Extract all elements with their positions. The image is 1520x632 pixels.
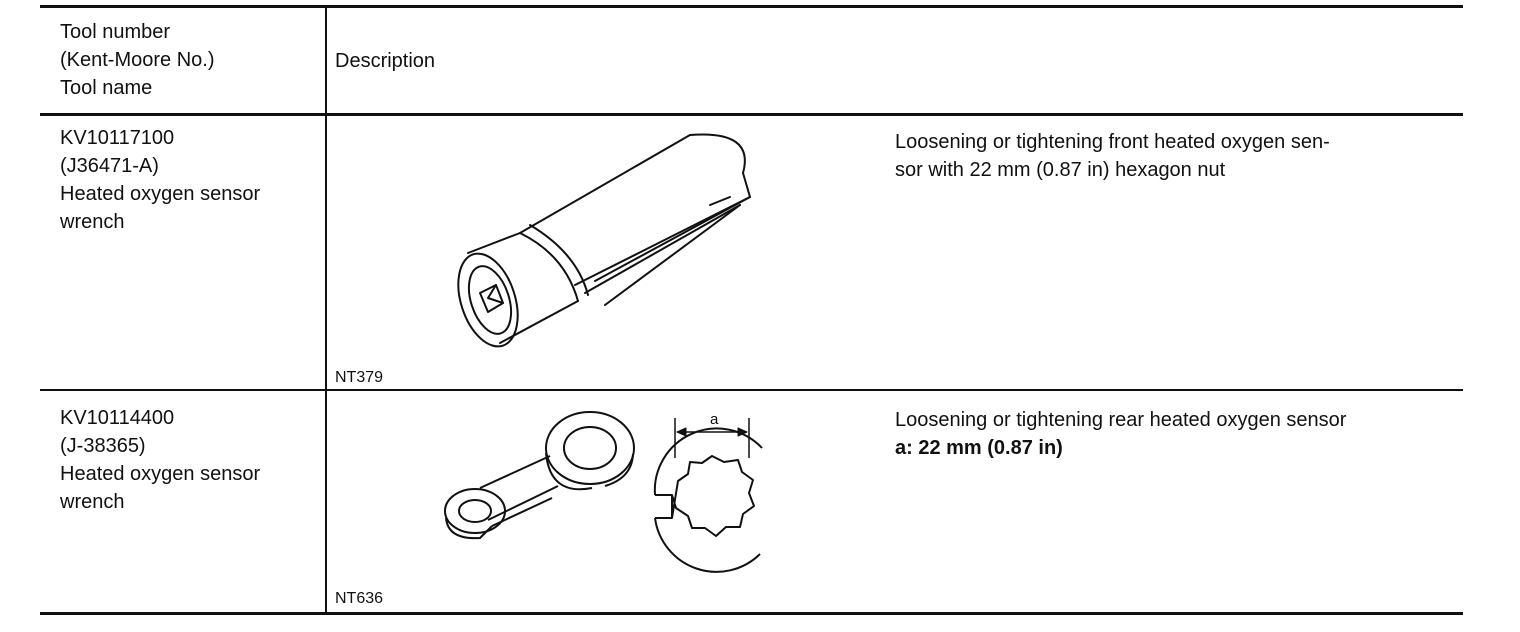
- header-kent-moore: (Kent-Moore No.): [60, 49, 215, 71]
- row2-tool-name-line1: Heated oxygen sensor: [60, 463, 261, 485]
- socket-wrench-illustration: [457, 133, 751, 348]
- column-divider: [325, 5, 327, 614]
- row2-description: Loosening or tightening rear heated oxyg…: [895, 406, 1346, 462]
- row2-description-line1: Loosening or tightening rear heated oxyg…: [895, 409, 1347, 431]
- row1-tool-name-line1: Heated oxygen sensor: [60, 183, 261, 205]
- header-description: Description: [335, 50, 436, 72]
- row1-image-code: NT379: [335, 369, 384, 386]
- row2-tool-info: KV10114400 (J-38365) Heated oxygen senso…: [60, 404, 260, 516]
- header-tool-number: Tool number: [60, 21, 171, 43]
- row1-tool-info: KV10117100 (J36471-A) Heated oxygen sens…: [60, 124, 260, 236]
- row2-image-code: NT636: [335, 590, 384, 607]
- row1-tool-number: KV10117100: [60, 127, 175, 149]
- row1-kent-moore-number: (J36471-A): [60, 155, 159, 177]
- row2-kent-moore-number: (J-38365): [60, 435, 146, 457]
- header-tool-column: Tool number (Kent-Moore No.) Tool name: [60, 18, 215, 102]
- row2-tool-number: KV10114400: [60, 407, 175, 429]
- ring-wrench-illustration: [444, 411, 635, 540]
- ring-cross-section-illustration: [653, 418, 763, 573]
- row1-description-line1: Loosening or tightening front heated oxy…: [895, 131, 1330, 153]
- row-divider: [40, 389, 1463, 391]
- row2-description-dimension: a: 22 mm (0.87 in): [895, 437, 1063, 459]
- header-bottom-border: [40, 113, 1463, 116]
- header-tool-name: Tool name: [60, 77, 153, 99]
- table-top-border: [40, 5, 1463, 8]
- table-bottom-border: [40, 612, 1463, 615]
- row1-description: Loosening or tightening front heated oxy…: [895, 128, 1330, 184]
- dimension-label: a: [710, 411, 719, 428]
- row1-tool-name-line2: wrench: [60, 211, 125, 233]
- row2-tool-name-line2: wrench: [60, 491, 125, 513]
- row1-description-line2: sor with 22 mm (0.87 in) hexagon nut: [895, 159, 1226, 181]
